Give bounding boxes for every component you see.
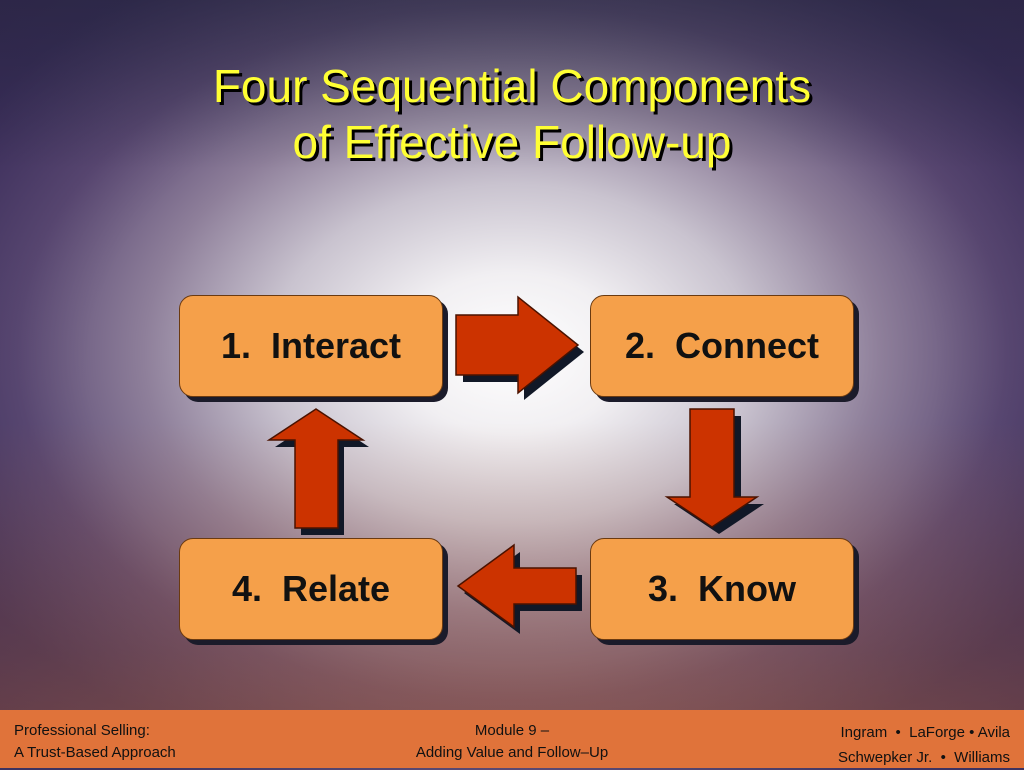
arrow-left bbox=[456, 543, 582, 634]
slide-title: Four Sequential Components of Effective … bbox=[0, 58, 1024, 170]
step-interact-box: 1. Interact bbox=[179, 295, 443, 397]
footer-center-line-1: Module 9 – bbox=[474, 722, 550, 739]
footer-right-line-1: Ingram • LaForge • Avila bbox=[840, 724, 1010, 741]
footer-right-line-2: Schwepker Jr. • Williams bbox=[838, 749, 1010, 766]
footer-book-title: Professional Selling: A Trust-Based Appr… bbox=[14, 720, 176, 764]
slide-footer: Professional Selling: A Trust-Based Appr… bbox=[0, 710, 1024, 768]
footer-center-line-2: Adding Value and Follow–Up bbox=[415, 744, 609, 761]
step-interact-label: 1. Interact bbox=[220, 325, 402, 366]
footer-left-line-2: A Trust-Based Approach bbox=[14, 744, 176, 761]
footer-authors: Ingram • LaForge • Avila Schwepker Jr. •… bbox=[838, 720, 1010, 770]
title-line-2: of Effective Follow-up bbox=[292, 116, 732, 168]
arrow-up bbox=[266, 408, 369, 535]
step-connect-label: 2. Connect bbox=[624, 325, 820, 366]
step-connect-box: 2. Connect bbox=[590, 295, 854, 397]
step-relate-label: 4. Relate bbox=[231, 568, 391, 609]
arrow-right bbox=[455, 295, 584, 400]
step-know-box: 3. Know bbox=[590, 538, 854, 640]
title-line-1: Four Sequential Components bbox=[212, 60, 812, 112]
step-relate-box: 4. Relate bbox=[179, 538, 443, 640]
step-know-label: 3. Know bbox=[647, 568, 796, 609]
arrow-down bbox=[664, 408, 764, 534]
footer-module: Module 9 – Adding Value and Follow–Up bbox=[362, 720, 662, 764]
footer-left-line-1: Professional Selling: bbox=[14, 722, 150, 739]
